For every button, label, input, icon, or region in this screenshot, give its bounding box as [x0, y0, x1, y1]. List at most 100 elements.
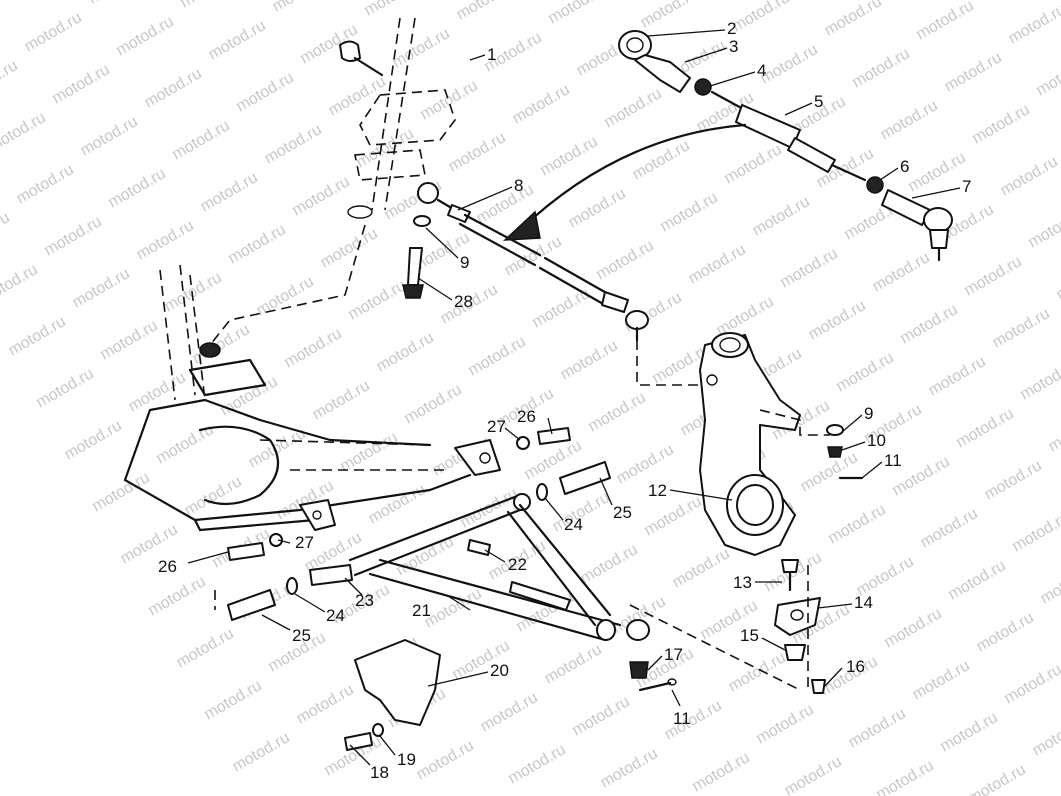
- watermark-text: motod.ru: [834, 349, 897, 395]
- watermark-text: motod.ru: [254, 273, 317, 319]
- callout-12: 12: [648, 481, 667, 500]
- watermark-text: motod.ru: [230, 729, 293, 775]
- watermark-text: motod.ru: [806, 297, 869, 343]
- watermark-text: motod.ru: [826, 501, 889, 547]
- watermark-text: motod.ru: [362, 0, 425, 19]
- watermark-text: motod.ru: [782, 753, 845, 796]
- watermark-text: motod.ru: [142, 65, 205, 111]
- watermark-text: motod.ru: [62, 417, 125, 463]
- watermark-text: motod.ru: [1038, 561, 1061, 607]
- callout-11-lower: 11: [673, 709, 691, 728]
- nut-and-pin: [629, 661, 677, 692]
- watermark-text: motod.ru: [0, 261, 41, 307]
- watermark-text: motod.ru: [106, 165, 169, 211]
- watermark-text: motod.ru: [418, 77, 481, 123]
- watermark-text: motod.ru: [566, 185, 629, 231]
- callout-16: 16: [846, 657, 865, 676]
- watermark-text: motod.ru: [506, 741, 569, 787]
- watermark-text: motod.ru: [1006, 1, 1061, 47]
- watermark-text: motod.ru: [670, 545, 733, 591]
- watermark-text: motod.ru: [134, 217, 197, 263]
- watermark-text: motod.ru: [354, 125, 417, 171]
- callout-18: 18: [370, 763, 389, 782]
- callout-14: 14: [854, 593, 873, 612]
- watermark-text: motod.ru: [926, 353, 989, 399]
- callout-27-right: 27: [487, 417, 506, 436]
- watermark-text: motod.ru: [338, 429, 401, 475]
- callout-13: 13: [733, 573, 752, 592]
- watermark-text: motod.ru: [910, 657, 973, 703]
- watermark-text: motod.ru: [990, 305, 1053, 351]
- watermark-text: motod.ru: [542, 641, 605, 687]
- a-arm: [214, 493, 650, 642]
- watermark-text: motod.ru: [1002, 661, 1061, 707]
- watermark-text: motod.ru: [226, 221, 289, 267]
- watermark-text: motod.ru: [1026, 205, 1061, 251]
- watermark-text: motod.ru: [34, 365, 97, 411]
- watermark-text: motod.ru: [870, 249, 933, 295]
- watermark-text: motod.ru: [454, 0, 517, 23]
- callout-9-lower: 9: [864, 404, 873, 423]
- watermark-text: motod.ru: [878, 97, 941, 143]
- watermark-text: motod.ru: [726, 649, 789, 695]
- watermark-text: motod.ru: [234, 69, 297, 115]
- watermark-text: motod.ru: [598, 745, 661, 791]
- watermark-text: motod.ru: [262, 121, 325, 167]
- callout-19: 19: [397, 750, 416, 769]
- spindle-knuckle: [636, 332, 830, 556]
- watermark-text: motod.ru: [558, 337, 621, 383]
- watermark-text: motod.ru: [874, 757, 937, 796]
- watermark-text: motod.ru: [0, 0, 57, 3]
- watermark-text: motod.ru: [70, 265, 133, 311]
- callout-3: 3: [729, 37, 738, 56]
- callout-10: 10: [867, 431, 886, 450]
- callout-23: 23: [355, 591, 374, 610]
- watermark-text: motod.ru: [850, 45, 913, 91]
- callout-22: 22: [508, 555, 527, 574]
- callout-9-upper: 9: [460, 253, 469, 272]
- callout-17: 17: [664, 645, 683, 664]
- watermark-text: motod.ru: [14, 161, 77, 207]
- watermark-text: motod.ru: [538, 133, 601, 179]
- watermark-text: motod.ru: [414, 737, 477, 783]
- watermark-text: motod.ru: [898, 301, 961, 347]
- callout-27-left: 27: [295, 533, 314, 552]
- watermark-text: motod.ru: [570, 693, 633, 739]
- watermark-text: motod.ru: [50, 61, 113, 107]
- callout-2: 2: [727, 19, 736, 38]
- watermark-text: motod.ru: [1018, 357, 1061, 403]
- watermark-text: motod.ru: [722, 141, 785, 187]
- watermark-text: motod.ru: [478, 689, 541, 735]
- callout-25-left: 25: [292, 626, 311, 645]
- watermark-text: motod.ru: [218, 373, 281, 419]
- watermark-text: motod.ru: [1034, 53, 1061, 99]
- watermark-text: motod.ru: [998, 153, 1061, 199]
- watermark-text: motod.ru: [946, 557, 1009, 603]
- watermark-text: motod.ru: [446, 129, 509, 175]
- watermark-text: motod.ru: [198, 169, 261, 215]
- watermark-text: motod.ru: [822, 0, 885, 39]
- callout-24-left: 24: [326, 606, 345, 625]
- watermark-text: motod.ru: [206, 17, 269, 63]
- watermark-text: motod.ru: [602, 85, 665, 131]
- watermark-text: motod.ru: [714, 293, 777, 339]
- watermark-text: motod.ru: [42, 213, 105, 259]
- tie-rod-assembly: [417, 182, 649, 342]
- watermark-text: motod.ru: [974, 609, 1037, 655]
- watermark-text: motod.ru: [202, 677, 265, 723]
- watermark-text: motod.ru: [0, 209, 13, 255]
- watermark-text: motod.ru: [1058, 765, 1061, 796]
- frame-chassis: [123, 264, 501, 532]
- watermark-text: motod.ru: [754, 701, 817, 747]
- watermark-text: motod.ru: [1010, 509, 1061, 555]
- watermark-text: motod.ru: [578, 541, 641, 587]
- watermark-text: motod.ru: [954, 405, 1017, 451]
- watermark-text: motod.ru: [846, 705, 909, 751]
- watermark-text: motod.ru: [546, 0, 609, 27]
- watermark-text: motod.ru: [90, 469, 153, 515]
- watermark-text: motod.ru: [962, 253, 1025, 299]
- watermark-text: motod.ru: [942, 49, 1005, 95]
- callout-25-right: 25: [613, 503, 632, 522]
- watermark-text: motod.ru: [170, 117, 233, 163]
- callout-20: 20: [490, 661, 509, 680]
